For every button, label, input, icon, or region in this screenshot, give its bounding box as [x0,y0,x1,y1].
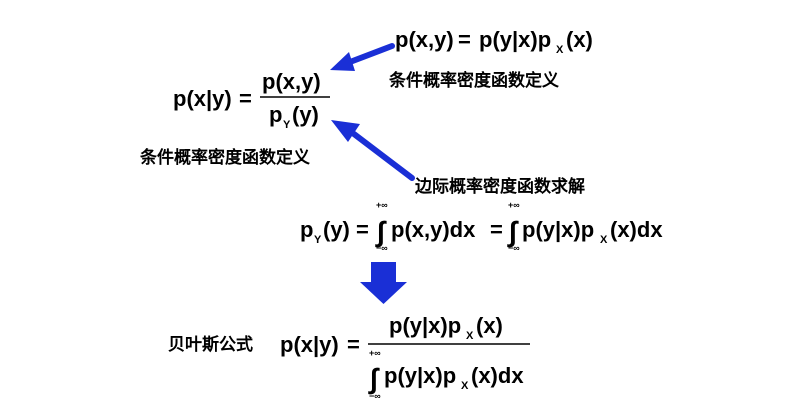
integral2-lower: −∞ [508,243,520,253]
marginal-lhs-sub: Y [314,234,322,246]
bayes-den-sub: X [461,380,469,392]
marginal-integrand1: p(x,y)dx [391,217,476,242]
integral2-upper: +∞ [508,200,520,210]
bayes-eq: = [347,332,360,357]
integral2-sign: ∫ [507,216,519,248]
arrow-line-1 [347,43,395,65]
conditional-formula: p(x|y) = p(x,y) p Y (y) [173,69,330,131]
joint-lhs: p(x,y) [395,27,454,52]
bayes-integral-sign: ∫ [368,363,380,395]
bayes-lhs: p(x|y) [280,332,339,357]
joint-rhs-main: p(y|x)p [479,27,551,52]
marginal-formula: p Y (y) = +∞ ∫ −∞ p(x,y)dx = +∞ ∫ −∞ p(y… [300,200,663,253]
conditional-den-tail: (y) [292,102,319,127]
conditional-numerator: p(x,y) [262,69,321,94]
bayes-int-lower: −∞ [369,391,381,401]
marginal-integrand2-main: p(y|x)p [522,217,594,242]
conditional-den-sub: Y [283,119,291,131]
bayes-num-main: p(y|x)p [389,313,461,338]
joint-formula: p(x,y) = p(y|x)p X (x) [395,27,593,56]
down-arrow-icon [360,282,407,304]
bayes-num-tail: (x) [476,313,503,338]
label-marginal-solution: 边际概率密度函数求解 [414,176,585,197]
bayes-num-sub: X [466,330,474,342]
label-conditional-def-top: 条件概率密度函数定义 [388,70,559,91]
joint-rhs-tail: (x) [566,27,593,52]
joint-eq: = [458,27,471,52]
down-arrow [360,262,407,304]
arrow-to-conditional-top [330,43,395,71]
marginal-eq2: = [490,217,503,242]
integral1-lower: −∞ [376,243,388,253]
conditional-lhs: p(x|y) [173,86,232,111]
bayes-den-main: p(y|x)p [384,363,456,388]
marginal-integrand2-sub: X [600,234,608,246]
arrow-icon [331,120,360,142]
bayes-den-tail: (x)dx [471,363,524,388]
arrow-to-conditional-bottom [331,120,415,181]
arrow-line-2 [351,131,415,181]
bayes-int-upper: +∞ [369,348,381,358]
marginal-lhs-main: p [300,217,313,242]
label-conditional-def-left: 条件概率密度函数定义 [139,147,310,168]
bayes-title: 贝叶斯公式 [168,334,253,355]
arrow-icon [330,52,355,71]
down-arrow-shaft [371,262,396,282]
integral1-upper: +∞ [376,200,388,210]
joint-rhs-sub: X [556,44,564,56]
marginal-lhs-tail: (y) [323,217,350,242]
bayes-formula: 贝叶斯公式 p(x|y) = p(y|x)p X (x) +∞ ∫ −∞ p(y… [168,313,530,401]
integral1-sign: ∫ [375,216,387,248]
conditional-den-main: p [269,102,282,127]
marginal-eq1: = [356,217,369,242]
marginal-integrand2-tail: (x)dx [610,217,663,242]
conditional-eq: = [239,86,252,111]
